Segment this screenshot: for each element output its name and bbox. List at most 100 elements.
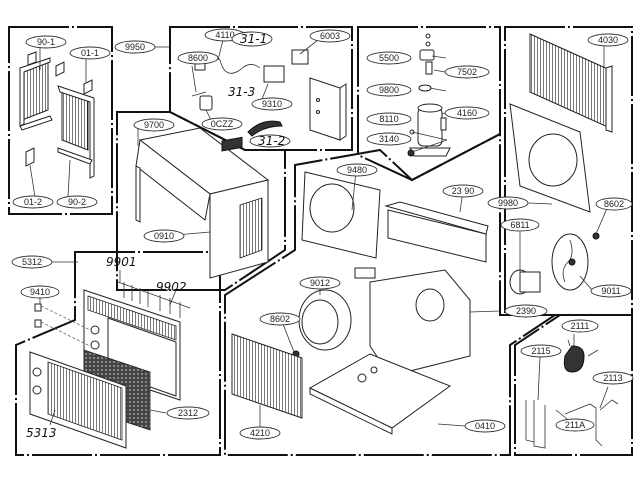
drain-pan xyxy=(384,201,489,263)
label-2390-housing: 2390 xyxy=(504,304,548,318)
svg-text:3140: 3140 xyxy=(379,134,399,144)
label-6811: 6811 xyxy=(500,218,540,232)
svg-text:9410: 9410 xyxy=(30,287,50,297)
svg-text:0910: 0910 xyxy=(154,231,174,241)
svg-text:90-1: 90-1 xyxy=(37,37,55,47)
leader-lines xyxy=(29,39,609,432)
evaporator-coil xyxy=(231,333,303,419)
svg-text:8110: 8110 xyxy=(379,114,398,124)
capacitor xyxy=(191,91,213,111)
svg-text:01-1: 01-1 xyxy=(81,48,99,58)
fan-blade xyxy=(551,233,589,291)
label-31-3: 31-3 xyxy=(228,85,255,99)
svg-text:2312: 2312 xyxy=(178,408,198,418)
label-0410: 0410 xyxy=(464,419,506,433)
cabinet xyxy=(135,127,270,279)
label-8600: 8600 xyxy=(177,51,219,65)
shroud xyxy=(509,103,591,213)
side-curtain-right xyxy=(57,85,95,179)
svg-text:2390: 2390 xyxy=(516,306,536,316)
label-2390-drain: 23 90 xyxy=(442,184,484,198)
svg-text:01-2: 01-2 xyxy=(24,197,42,207)
label-4160: 4160 xyxy=(444,106,490,120)
label-9950: 9950 xyxy=(114,40,156,54)
label-2312: 2312 xyxy=(166,406,210,420)
label-5312: 5312 xyxy=(11,255,53,269)
svg-text:8600: 8600 xyxy=(188,53,208,63)
svg-text:31-2: 31-2 xyxy=(258,134,285,148)
label-90-2: 90-2 xyxy=(56,195,98,209)
label-90-1: 90-1 xyxy=(25,35,67,49)
louvers xyxy=(117,281,191,318)
base-pan xyxy=(308,353,452,435)
label-0910: 0910 xyxy=(143,229,185,243)
svg-text:6003: 6003 xyxy=(320,31,340,41)
svg-text:9950: 9950 xyxy=(125,42,145,52)
svg-text:5500: 5500 xyxy=(379,53,399,63)
label-3140: 3140 xyxy=(366,132,412,146)
frame-electrical xyxy=(169,26,353,151)
label-9700: 9700 xyxy=(133,118,175,132)
label-31-2: 31-2 xyxy=(249,134,291,148)
relay xyxy=(263,49,309,83)
label-7502: 7502 xyxy=(444,65,490,79)
label-2111: 2111 xyxy=(561,319,599,333)
blower-wheel xyxy=(298,289,352,351)
svg-text:8602: 8602 xyxy=(604,199,624,209)
control-box xyxy=(309,77,347,141)
label-9980: 9980 xyxy=(487,196,529,210)
orifice-panel xyxy=(301,171,381,259)
label-9011: 9011 xyxy=(590,284,632,298)
svg-text:9800: 9800 xyxy=(379,85,399,95)
svg-text:4160: 4160 xyxy=(457,108,477,118)
svg-text:9700: 9700 xyxy=(144,120,164,130)
label-9012: 9012 xyxy=(299,276,341,290)
svg-text:0410: 0410 xyxy=(475,421,495,431)
svg-text:9980: 9980 xyxy=(498,198,518,208)
frame-side-curtains xyxy=(8,26,113,215)
condenser-coil xyxy=(529,33,613,133)
label-0CZZ: 0CZZ xyxy=(201,117,243,131)
label-211A: 211A xyxy=(555,418,595,432)
label-9310: 9310 xyxy=(251,97,293,111)
scroll-housing xyxy=(354,267,471,377)
svg-text:2113: 2113 xyxy=(603,373,622,383)
svg-text:2115: 2115 xyxy=(531,346,550,356)
side-curtain-left xyxy=(19,57,53,131)
svg-text:5312: 5312 xyxy=(22,257,42,267)
svg-text:31-1: 31-1 xyxy=(240,32,267,46)
svg-text:8602: 8602 xyxy=(270,314,290,324)
label-2113: 2113 xyxy=(592,371,634,385)
svg-text:23 90: 23 90 xyxy=(452,186,475,196)
label-2115: 2115 xyxy=(520,344,562,358)
svg-text:2111: 2111 xyxy=(571,321,590,331)
frame-cabinet xyxy=(116,111,286,291)
label-9410: 9410 xyxy=(20,285,60,299)
tubing-assembly xyxy=(525,339,619,449)
svg-text:7502: 7502 xyxy=(457,67,477,77)
svg-text:4210: 4210 xyxy=(250,428,270,438)
frame-tubing xyxy=(514,314,633,456)
svg-text:6811: 6811 xyxy=(510,220,529,230)
frame-base xyxy=(224,132,559,456)
svg-text:9480: 9480 xyxy=(347,165,367,175)
svg-text:4030: 4030 xyxy=(598,35,618,45)
fan-motor xyxy=(509,269,541,295)
wire-harness xyxy=(247,120,283,137)
label-9800: 9800 xyxy=(366,83,412,97)
front-grille xyxy=(29,351,127,449)
label-4210: 4210 xyxy=(239,426,281,440)
svg-text:9012: 9012 xyxy=(310,278,330,288)
label-01-1: 01-1 xyxy=(69,46,111,60)
label-4030: 4030 xyxy=(587,33,629,47)
svg-text:4110: 4110 xyxy=(215,30,234,40)
label-5500: 5500 xyxy=(366,51,412,65)
knobs xyxy=(34,303,91,347)
label-9480: 9480 xyxy=(336,163,378,177)
label-9901: 9901 xyxy=(106,255,137,269)
svg-text:9310: 9310 xyxy=(262,99,282,109)
svg-text:90-2: 90-2 xyxy=(68,197,86,207)
curtain-brackets xyxy=(25,51,93,167)
label-5313: 5313 xyxy=(26,426,57,440)
